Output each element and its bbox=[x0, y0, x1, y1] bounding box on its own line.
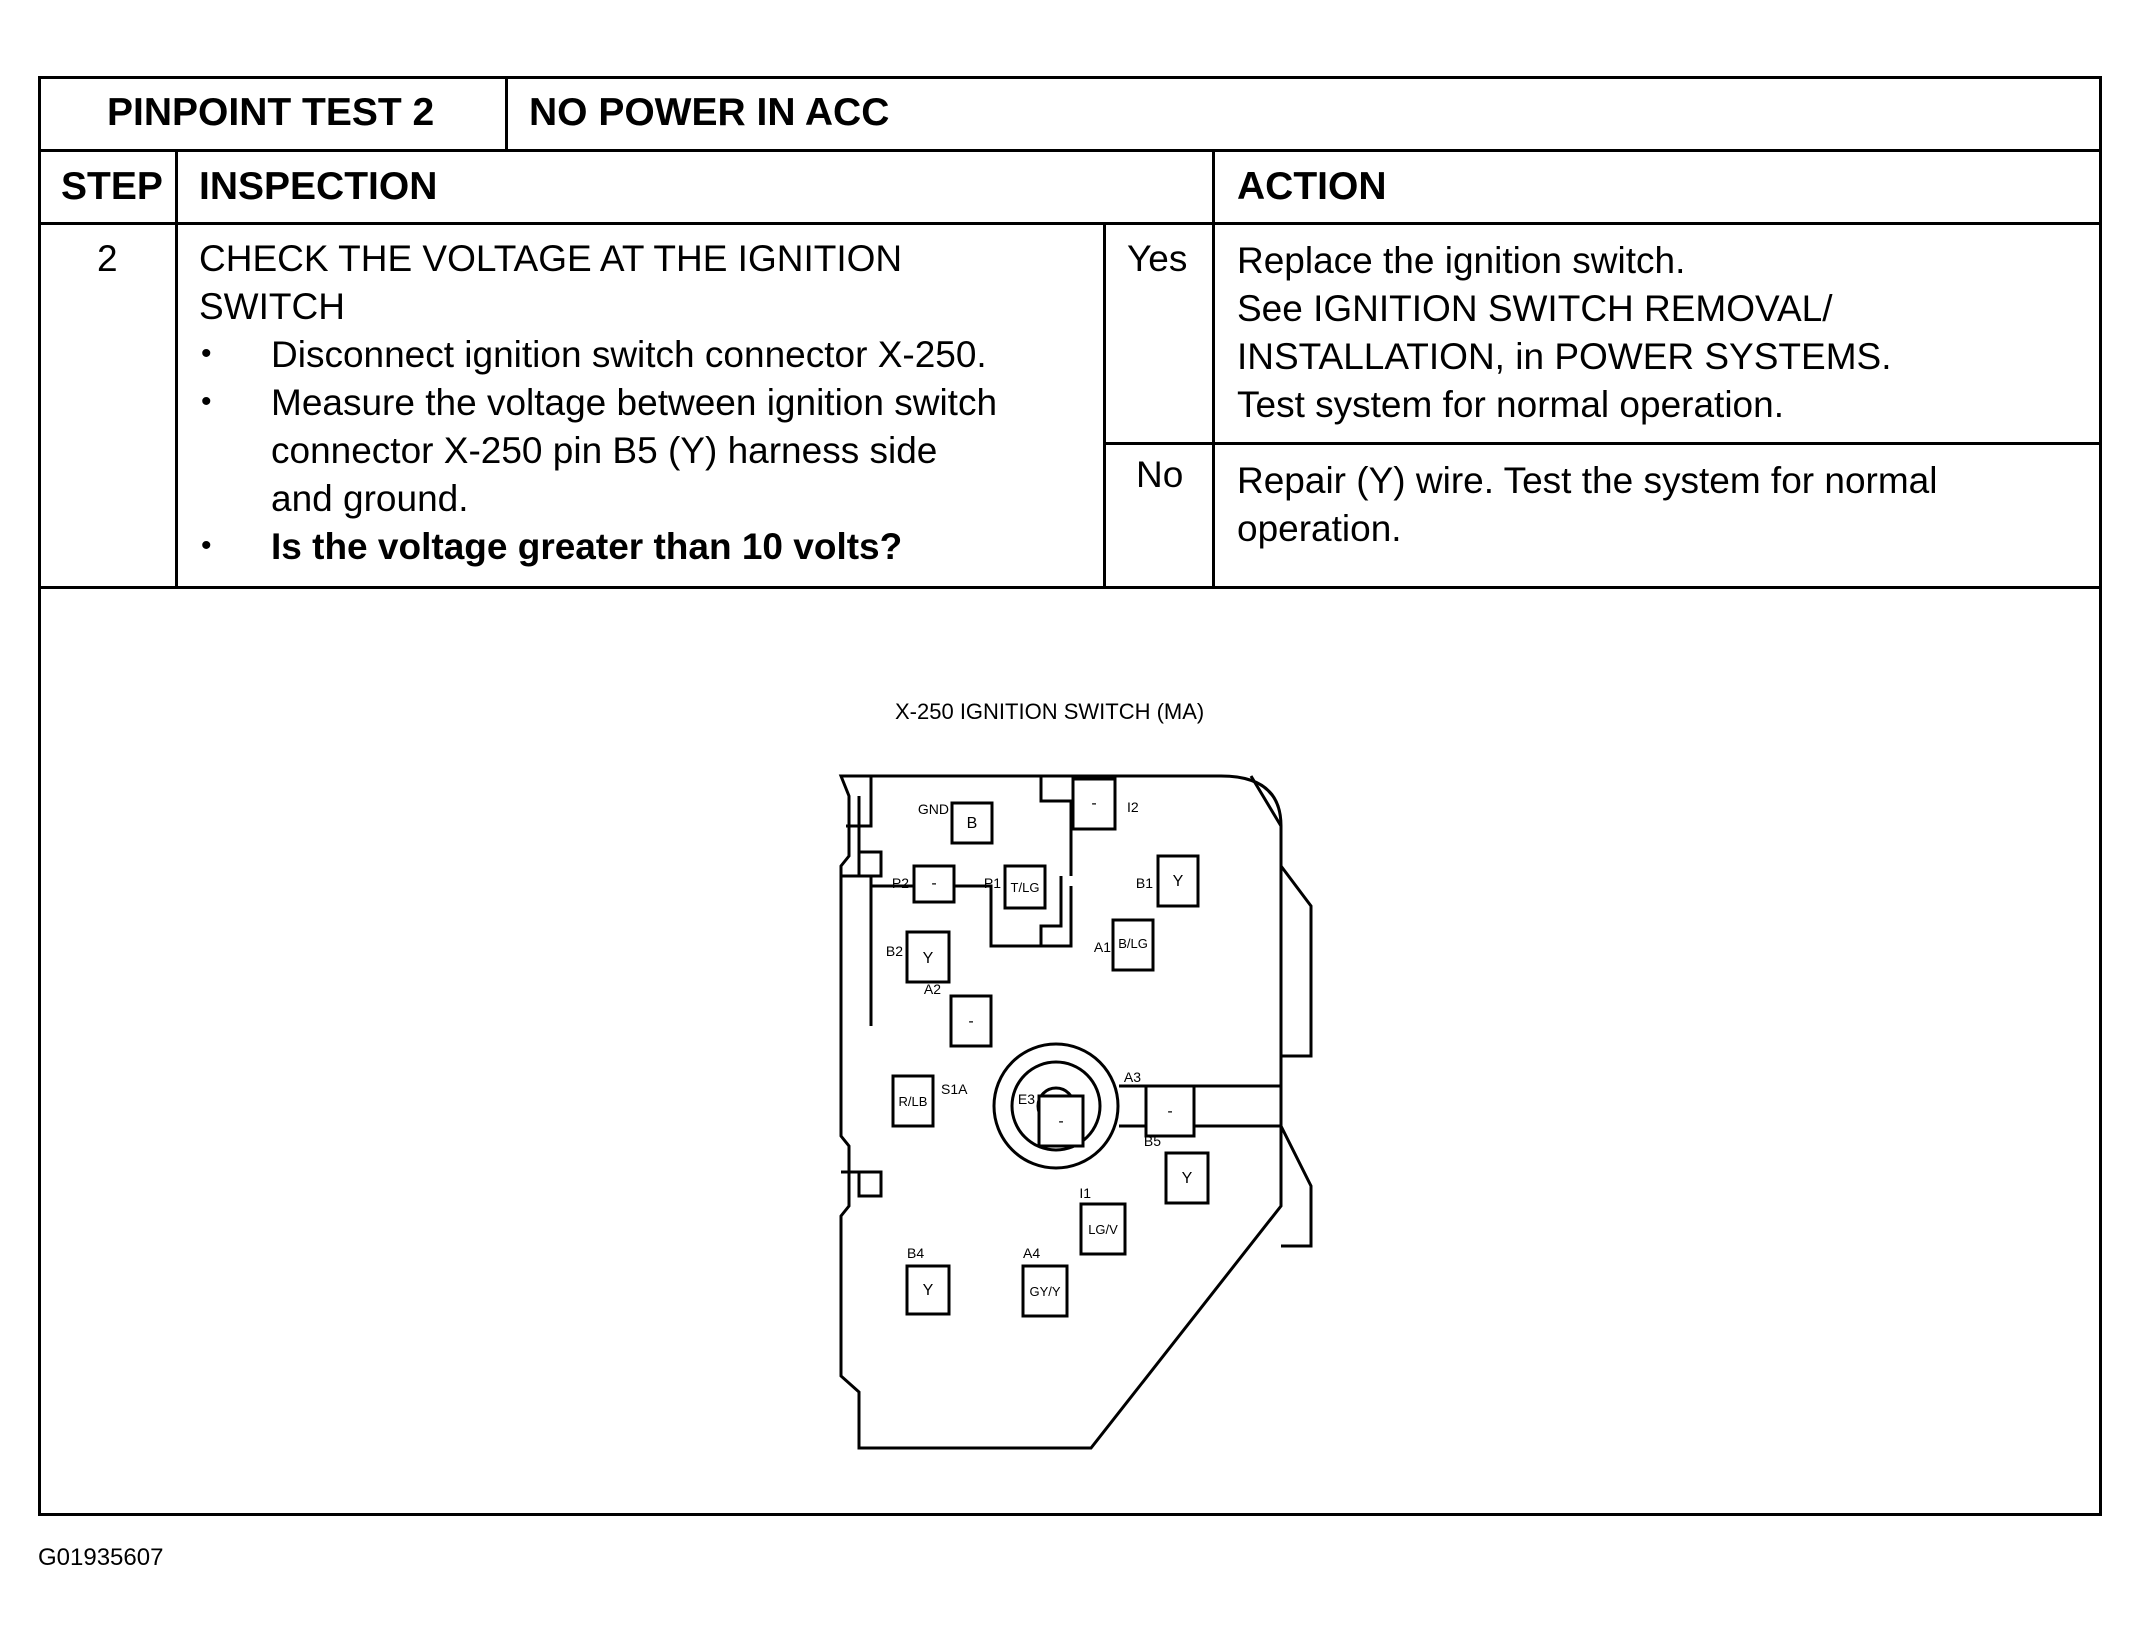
pin-label: A1 bbox=[1094, 939, 1111, 955]
terminals bbox=[891, 777, 1210, 1318]
inspection-step: Measure the voltage between ignition swi… bbox=[271, 382, 998, 423]
pin-b1 bbox=[1156, 854, 1200, 908]
yes-action-line: See IGNITION SWITCH REMOVAL/ bbox=[1237, 288, 1833, 329]
yes-action-line: INSTALLATION, in POWER SYSTEMS. bbox=[1237, 336, 1892, 377]
pin-label: I1 bbox=[1079, 1185, 1091, 1201]
pin-label: B2 bbox=[886, 943, 903, 959]
pin-label: B4 bbox=[907, 1245, 924, 1261]
wire-label: - bbox=[1091, 795, 1096, 812]
inspection-step: Disconnect ignition switch connector X-2… bbox=[271, 334, 987, 375]
pin-label: A4 bbox=[1023, 1245, 1040, 1261]
yes-action-line: Test system for normal operation. bbox=[1237, 384, 1784, 425]
bullet-marker: • bbox=[201, 337, 212, 370]
wire-label: - bbox=[1058, 1113, 1063, 1130]
pin-label: P1 bbox=[984, 875, 1001, 891]
pin-label: GND bbox=[918, 801, 949, 817]
pin-p1 bbox=[1003, 864, 1047, 910]
pin-gnd bbox=[950, 801, 994, 845]
wire-label: - bbox=[931, 875, 936, 892]
pin-label: A2 bbox=[924, 981, 941, 997]
pin-label: B1 bbox=[1136, 875, 1153, 891]
inspection-step-continued: connector X-250 pin B5 (Y) harness side bbox=[271, 430, 938, 471]
inspection-question: Is the voltage greater than 10 volts? bbox=[271, 526, 903, 567]
wire-label: Y bbox=[1173, 873, 1184, 890]
no-action-line: operation. bbox=[1237, 508, 1402, 549]
pin-s1a bbox=[891, 1074, 935, 1128]
wire-label: T/LG bbox=[1011, 880, 1040, 895]
pin-b2 bbox=[905, 930, 951, 984]
pin-b5 bbox=[1164, 1151, 1210, 1205]
wire-label: Y bbox=[1182, 1170, 1193, 1187]
figure-title: X-250 IGNITION SWITCH (MA) bbox=[895, 699, 1205, 724]
pin-i2 bbox=[1071, 777, 1117, 831]
wire-label: Y bbox=[923, 950, 934, 967]
divider-action bbox=[1212, 149, 1215, 586]
test-title: NO POWER IN ACC bbox=[529, 91, 890, 134]
wire-label: - bbox=[1167, 1103, 1172, 1120]
pin-label: A3 bbox=[1124, 1069, 1141, 1085]
pin-label: B5 bbox=[1144, 1133, 1161, 1149]
wire-label: Y bbox=[923, 1282, 934, 1299]
wire-label: R/LB bbox=[899, 1094, 928, 1109]
wire-label: B bbox=[967, 815, 978, 832]
divider-header bbox=[41, 149, 2099, 152]
yes-action-line: Replace the ignition switch. bbox=[1237, 240, 1686, 281]
bullet-marker: • bbox=[201, 385, 212, 418]
pin-a2 bbox=[949, 994, 993, 1048]
pin-label: E3 bbox=[1018, 1091, 1035, 1107]
wire-label: B/LG bbox=[1118, 936, 1148, 951]
step-number: 2 bbox=[97, 238, 118, 279]
no-label: No bbox=[1136, 454, 1184, 495]
divider-yesno bbox=[1103, 222, 1106, 586]
pin-e3 bbox=[1037, 1094, 1085, 1148]
column-inspection: INSPECTION bbox=[199, 165, 438, 208]
figure-code: G01935607 bbox=[38, 1544, 164, 1571]
column-step: STEP bbox=[61, 165, 163, 208]
pin-label: P2 bbox=[892, 875, 909, 891]
divider-yes-no bbox=[1103, 442, 2099, 445]
pin-i1 bbox=[1079, 1202, 1127, 1256]
connector-diagram: B - - T/LG Y Y B/LG - R/LB - - Y LG/V Y … bbox=[838, 774, 1313, 1450]
inspection-title-line2: SWITCH bbox=[199, 286, 345, 327]
divider-columns bbox=[41, 222, 2099, 225]
column-action: ACTION bbox=[1237, 165, 1387, 208]
no-action-line: Repair (Y) wire. Test the system for nor… bbox=[1237, 460, 1938, 501]
pin-a4 bbox=[1021, 1264, 1069, 1318]
test-label: PINPOINT TEST 2 bbox=[107, 91, 435, 134]
inspection-step-continued: and ground. bbox=[271, 478, 469, 519]
inspection-title-line1: CHECK THE VOLTAGE AT THE IGNITION bbox=[199, 238, 903, 279]
divider-step bbox=[175, 149, 178, 586]
bullet-marker: • bbox=[201, 529, 212, 562]
yes-label: Yes bbox=[1127, 238, 1188, 279]
pin-p2 bbox=[912, 864, 956, 904]
divider-title bbox=[505, 79, 508, 149]
wire-label: GY/Y bbox=[1029, 1284, 1060, 1299]
pin-a1 bbox=[1111, 918, 1155, 972]
pin-label: I2 bbox=[1127, 799, 1139, 815]
pinpoint-test-table: PINPOINT TEST 2 NO POWER IN ACC STEP INS… bbox=[38, 76, 2102, 1516]
pin-label: S1A bbox=[941, 1081, 968, 1097]
pin-b4 bbox=[905, 1264, 951, 1316]
divider-figure bbox=[41, 586, 2099, 589]
wire-label: - bbox=[968, 1013, 973, 1030]
wire-label: LG/V bbox=[1088, 1222, 1118, 1237]
pin-a3 bbox=[1144, 1084, 1196, 1138]
